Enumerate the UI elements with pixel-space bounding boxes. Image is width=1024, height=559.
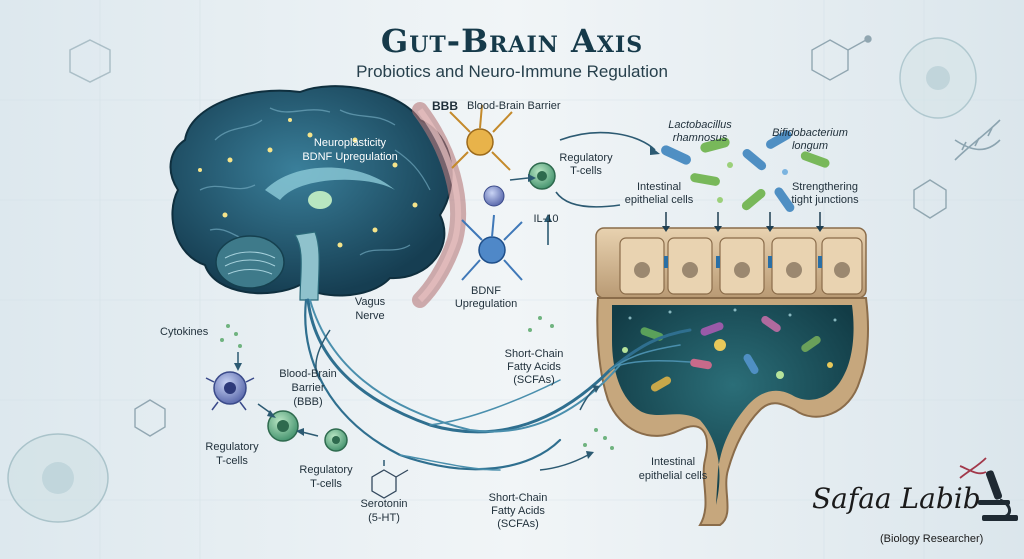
regulatory-tcells-left-label: Regulatory [205,441,259,453]
page-subtitle: Probiotics and Neuro-Immune Regulation [356,62,668,81]
regulatory-tcells-top-label: Regulatory [559,152,613,164]
serotonin-label: Serotonin [360,498,408,510]
scfa-bottom-label-2: Fatty Acids [491,505,545,517]
intestine-icon [595,212,869,526]
intestinal-epithelial-top-label-2: epithelial cells [624,194,694,206]
bdnf-mid-label-2: Upregulation [454,298,518,310]
t-cell-icon [205,371,255,411]
scfa-mid-label-3: (SCFAs) [513,374,555,386]
molecule-icon [134,35,947,437]
dna-icon [959,457,987,479]
il10-label: IL-10 [533,213,559,225]
tight-junctions-label-2: tight junctions [791,194,859,206]
vagus-nerve-icon [304,298,692,471]
neuron-icon [461,214,523,281]
intestinal-epithelial-bottom-label: Intestinal [650,456,696,468]
serotonin-molecule-icon [371,469,409,499]
bbb-short-label: BBB [432,99,458,113]
t-cell-icon [267,410,299,442]
bbb-left-label-2: Barrier [291,382,325,394]
cell-decoration-icon [7,37,977,523]
tight-junctions-label: Strengthering [791,181,859,193]
regulatory-tcells-mid-label: Regulatory [299,464,353,476]
bacteria-icon [661,130,830,212]
bdnf-upregulation-top-label: BDNF Upregulation [302,151,398,163]
lactobacillus-label: Lactobacillus [668,119,732,131]
serotonin-label-2: (5-HT) [368,512,400,524]
page-title: Gut-Brain Axis [380,22,644,60]
scfa-mid-label-2: Fatty Acids [507,361,561,373]
signature-role: (Biology Researcher) [880,533,984,545]
t-cell-icon [324,428,348,452]
scfa-bottom-label: Short-Chain [488,492,548,504]
bbb-long-label: Blood-Brain Barrier [467,100,561,112]
vagus-nerve-label-2: Nerve [355,310,385,322]
t-cell-icon [483,162,556,207]
regulatory-tcells-left-label-2: T-cells [216,455,248,467]
intestinal-epithelial-bottom-label-2: epithelial cells [638,470,708,482]
neuron-icon [449,104,513,171]
dna-icon [954,119,1001,161]
signature-name: Safaa Labib [812,482,981,515]
bdnf-mid-label: BDNF [471,285,501,297]
regulatory-tcells-mid-label-2: T-cells [310,478,342,490]
bifidobacterium-label: Bifidobacterium [772,127,848,139]
vagus-nerve-label: Vagus [354,296,386,308]
intestinal-epithelial-top-label: Intestinal [636,181,682,193]
bbb-left-label-3: (BBB) [293,396,323,408]
brain-icon [169,85,453,301]
microscope-icon [978,470,1018,521]
bbb-left-label: Blood-Brain [279,368,337,380]
scfa-bottom-label-3: (SCFAs) [497,518,539,530]
bifidobacterium-label-2: longum [791,140,829,152]
neuroplasticity-label: Neuroplasticity [313,137,387,149]
scfa-mid-label: Short-Chain [504,348,564,360]
cytokines-label: Cytokines [160,326,209,338]
regulatory-tcells-top-label-2: T-cells [570,165,602,177]
lactobacillus-label-2: rhamnosus [672,132,728,144]
